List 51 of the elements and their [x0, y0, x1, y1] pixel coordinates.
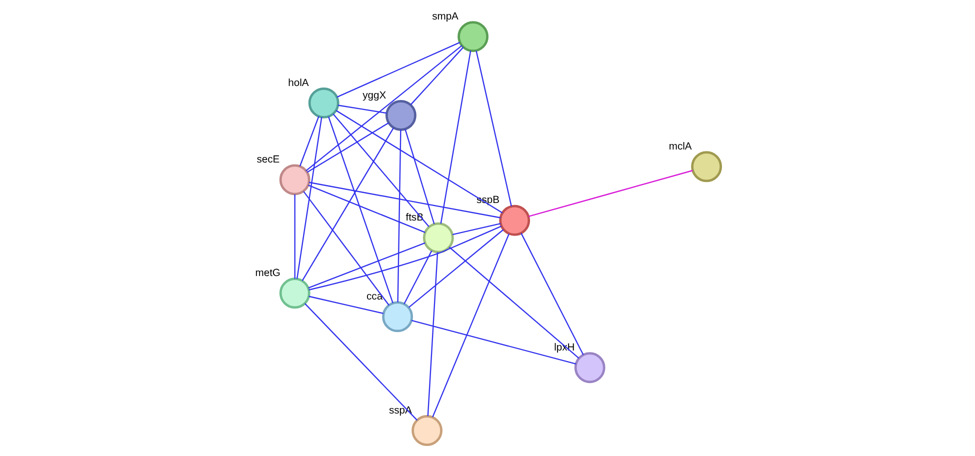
node-label: metG	[254, 268, 280, 279]
node-label: ftsB	[405, 212, 423, 224]
node-circle	[422, 222, 454, 254]
connector	[448, 246, 579, 359]
node-circle	[384, 100, 416, 131]
node-label: secE	[256, 154, 280, 166]
node-circle	[382, 301, 413, 332]
node-label: mclA	[668, 141, 692, 152]
connector	[335, 110, 502, 214]
node-circle	[308, 87, 339, 118]
connector	[520, 232, 584, 355]
connector	[332, 114, 429, 227]
connector	[296, 117, 322, 279]
connector	[432, 234, 510, 418]
connector	[306, 122, 388, 173]
node-circle	[278, 164, 310, 196]
node-circle	[574, 352, 605, 384]
connector	[302, 191, 389, 306]
connector	[408, 229, 504, 308]
connector	[301, 128, 394, 281]
node-circle	[498, 204, 530, 236]
node-label: yggX	[362, 90, 386, 102]
connector	[475, 50, 512, 206]
connector	[337, 104, 386, 114]
connector	[308, 242, 425, 288]
node-circle	[278, 278, 310, 309]
connector	[308, 184, 425, 233]
connector	[396, 130, 401, 302]
connector	[298, 116, 319, 166]
connector	[404, 129, 434, 224]
connector	[304, 303, 418, 421]
node-circle	[690, 151, 722, 182]
node-circle	[411, 415, 442, 446]
connector	[327, 116, 393, 304]
connector	[528, 170, 692, 218]
connector	[336, 42, 460, 98]
connector	[410, 46, 464, 106]
connector	[426, 252, 438, 416]
node-label: cca	[366, 292, 382, 303]
connector	[403, 250, 432, 304]
connector	[308, 182, 500, 218]
connector	[410, 320, 576, 365]
connector	[308, 226, 502, 290]
connector	[308, 296, 383, 314]
node-label: smpA	[432, 11, 458, 22]
node-label: holA	[288, 78, 308, 89]
connector	[452, 222, 500, 236]
connector	[305, 45, 462, 172]
node-circle	[457, 21, 488, 52]
connector	[294, 194, 295, 279]
connector	[440, 50, 471, 224]
